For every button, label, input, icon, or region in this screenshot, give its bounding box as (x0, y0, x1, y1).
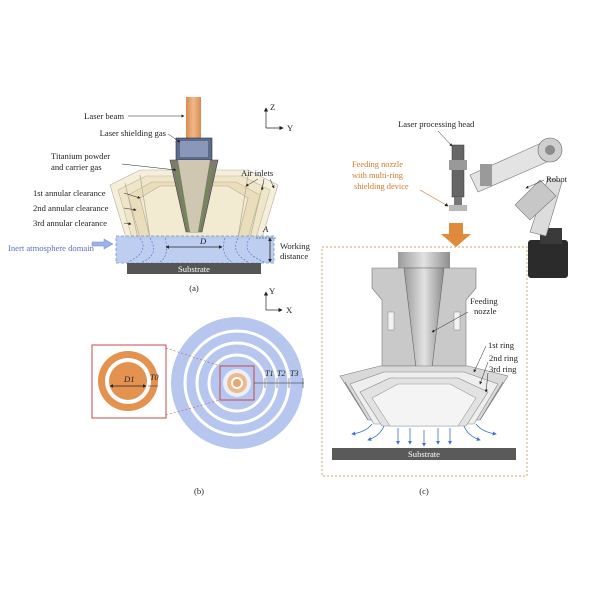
axis-x-label-b: X (286, 305, 293, 315)
substrate-c (332, 448, 516, 460)
axis-y-label-b: Y (269, 286, 275, 296)
label-clearance-2: 2nd annular clearance (33, 203, 109, 213)
label-feeding-nozzle-2: with multi-ring (352, 171, 404, 180)
zoom-core (109, 362, 147, 400)
label-robot: Robot (546, 174, 568, 184)
robot-arm (469, 137, 568, 278)
axes-b: Y X (263, 286, 293, 315)
working-distance-label-1: Working (280, 241, 311, 251)
dim-t2-label: T2 (277, 369, 285, 378)
label-laser-beam: Laser beam (84, 111, 124, 121)
label-laser-processing-head: Laser processing head (398, 119, 475, 129)
caption-c: (c) (419, 486, 429, 496)
label-feeding-2: nozzle (474, 306, 497, 316)
dim-t1-label: T1 (265, 369, 273, 378)
substrate-label-a: Substrate (178, 264, 210, 274)
label-laser-shielding-gas: Laser shielding gas (100, 128, 167, 138)
panel-a: Substrate D A Working distance Laser bea… (8, 97, 311, 293)
dim-t3-label: T3 (290, 369, 298, 378)
shielding-flow-arrows (351, 423, 497, 447)
label-ring-2: 2nd ring (489, 353, 519, 363)
axes-a: Z Y (263, 102, 293, 133)
working-distance-label-2: distance (280, 251, 308, 261)
zoom-down-arrow-icon (441, 223, 471, 247)
substrate-a (127, 263, 261, 274)
label-ring-3: 3rd ring (489, 364, 517, 374)
label-feeding-nozzle-1: Feeding nozzle (352, 160, 403, 169)
inert-arrow-icon (91, 238, 114, 250)
panel-c: Laser processing head Robot Feeding nozz… (321, 119, 568, 496)
axis-y-label-a: Y (287, 123, 293, 133)
dim-d1-label: D1 (123, 374, 135, 384)
detail-nozzle (339, 252, 509, 427)
label-feeding-1: Feeding (470, 296, 498, 306)
detail-frame (321, 246, 528, 477)
caption-a: (a) (189, 283, 199, 293)
label-ring-1: 1st ring (488, 340, 515, 350)
label-titanium-powder-2: and carrier gas (51, 162, 102, 172)
substrate-label-c: Substrate (408, 449, 440, 459)
dim-t0-label: T0 (150, 373, 158, 382)
ring-thickness-dims: T1 T2 T3 (254, 369, 304, 388)
label-air-inlets: Air inlets (241, 168, 274, 178)
flow-lines (127, 237, 265, 263)
inert-atmosphere-domain (115, 235, 275, 264)
panel-b: D1 T0 T1 T2 T3 Y X (b) (91, 286, 304, 496)
label-clearance-1: 1st annular clearance (33, 188, 106, 198)
label-feeding-nozzle-3: shielding device (354, 182, 409, 191)
dim-d-label: D (199, 236, 207, 246)
label-inert-domain: Inert atmosphere domain (8, 243, 95, 253)
label-titanium-powder-1: Titanium powder (51, 151, 110, 161)
caption-b: (b) (194, 486, 204, 496)
label-clearance-3: 3rd annular clearance (33, 218, 107, 228)
laser-processing-head (449, 144, 467, 211)
axis-z-label: Z (270, 102, 275, 112)
dim-a-label: A (262, 224, 269, 234)
